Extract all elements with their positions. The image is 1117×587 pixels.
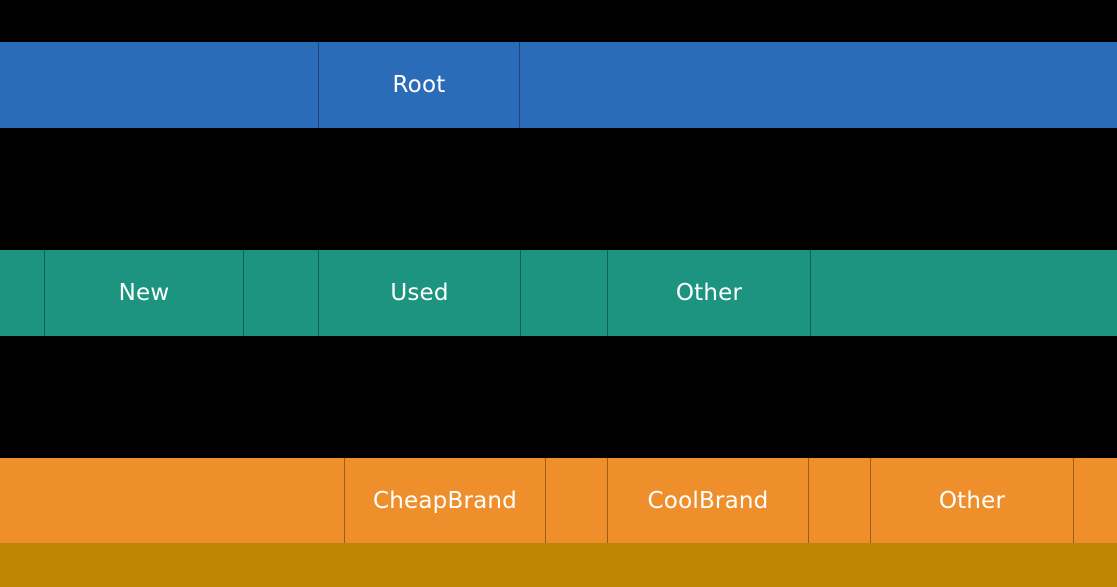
icicle-node-other[interactable]: Other	[870, 458, 1073, 544]
icicle-node-filler[interactable]	[243, 250, 318, 336]
icicle-node-filler[interactable]	[810, 250, 1117, 336]
icicle-node-label: Other	[938, 487, 1006, 514]
icicle-level-root-level: Root	[0, 42, 1117, 128]
icicle-node-label: Root	[392, 71, 446, 98]
icicle-node-label: CoolBrand	[647, 487, 769, 514]
icicle-node-other[interactable]: Other	[607, 250, 810, 336]
icicle-node-filler[interactable]	[519, 42, 1117, 128]
icicle-level-category-level: New Used Other	[0, 250, 1117, 336]
icicle-node-label: New	[118, 279, 170, 306]
icicle-node-used[interactable]: Used	[318, 250, 520, 336]
icicle-node-cheapbrand[interactable]: CheapBrand	[344, 458, 545, 544]
icicle-node-label: Other	[675, 279, 743, 306]
icicle-node-coolbrand[interactable]: CoolBrand	[607, 458, 808, 544]
icicle-node-new[interactable]: New	[44, 250, 243, 336]
icicle-level-leaf-level	[0, 543, 1117, 587]
icicle-node-filler[interactable]	[545, 458, 607, 544]
icicle-node-filler[interactable]	[0, 543, 1117, 587]
icicle-node-label: Used	[390, 279, 449, 306]
icicle-level-brand-level: CheapBrand CoolBrand Other	[0, 458, 1117, 544]
icicle-node-filler[interactable]	[520, 250, 607, 336]
icicle-node-root[interactable]: Root	[318, 42, 519, 128]
icicle-node-filler[interactable]	[808, 458, 870, 544]
icicle-node-label: CheapBrand	[373, 487, 517, 514]
icicle-node-filler[interactable]	[1073, 458, 1117, 544]
icicle-node-filler[interactable]	[0, 42, 318, 128]
icicle-node-filler[interactable]	[0, 250, 44, 336]
icicle-node-filler[interactable]	[0, 458, 344, 544]
